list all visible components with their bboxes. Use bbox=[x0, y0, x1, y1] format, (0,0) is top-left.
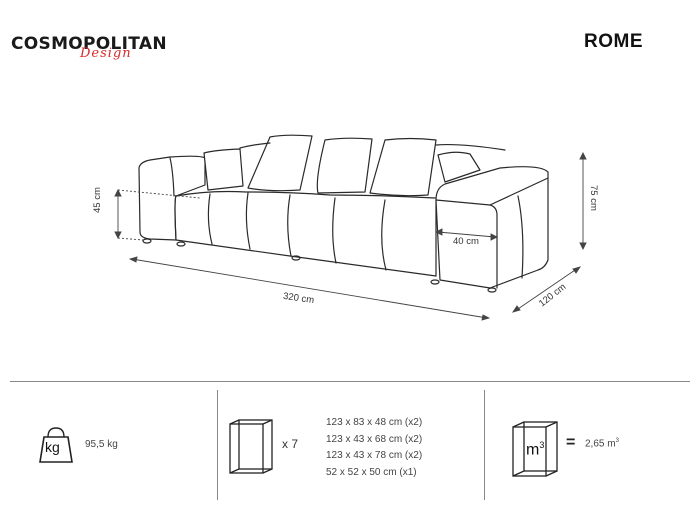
brand-logo-script: Design bbox=[80, 46, 132, 61]
weight-kg-icon bbox=[39, 427, 73, 463]
brand-logo: COSMOPOLITAN bbox=[11, 34, 167, 54]
divider-vertical-1 bbox=[217, 390, 218, 500]
dim-armrest-width: 40 cm bbox=[453, 236, 479, 247]
volume-equals: = bbox=[566, 434, 576, 451]
package-item: 123 x 43 x 78 cm (x2) bbox=[326, 450, 423, 461]
divider-vertical-2 bbox=[484, 390, 485, 500]
dim-total-height: 75 cm bbox=[588, 185, 599, 211]
product-title: ROME bbox=[584, 31, 643, 52]
weight-value: 95,5 kg bbox=[85, 439, 118, 450]
package-item: 123 x 83 x 48 cm (x2) bbox=[326, 417, 423, 428]
package-item: 123 x 43 x 68 cm (x2) bbox=[326, 433, 423, 445]
package-list: 123 x 83 x 48 cm (x2) 123 x 43 x 68 cm (… bbox=[326, 415, 422, 481]
package-item: 52 x 52 x 50 cm (x1) bbox=[326, 466, 417, 478]
volume-box-icon bbox=[512, 421, 558, 477]
box-icon bbox=[229, 419, 273, 474]
sofa-drawing bbox=[114, 134, 587, 321]
package-count: x 7 bbox=[282, 437, 299, 451]
volume-value: 2,65 m3 bbox=[585, 438, 619, 450]
divider-horizontal bbox=[10, 381, 690, 382]
weight-icon-label: kg bbox=[45, 439, 60, 455]
dim-seat-height: 45 cm bbox=[92, 187, 103, 213]
volume-icon-label: m3 bbox=[526, 440, 545, 459]
